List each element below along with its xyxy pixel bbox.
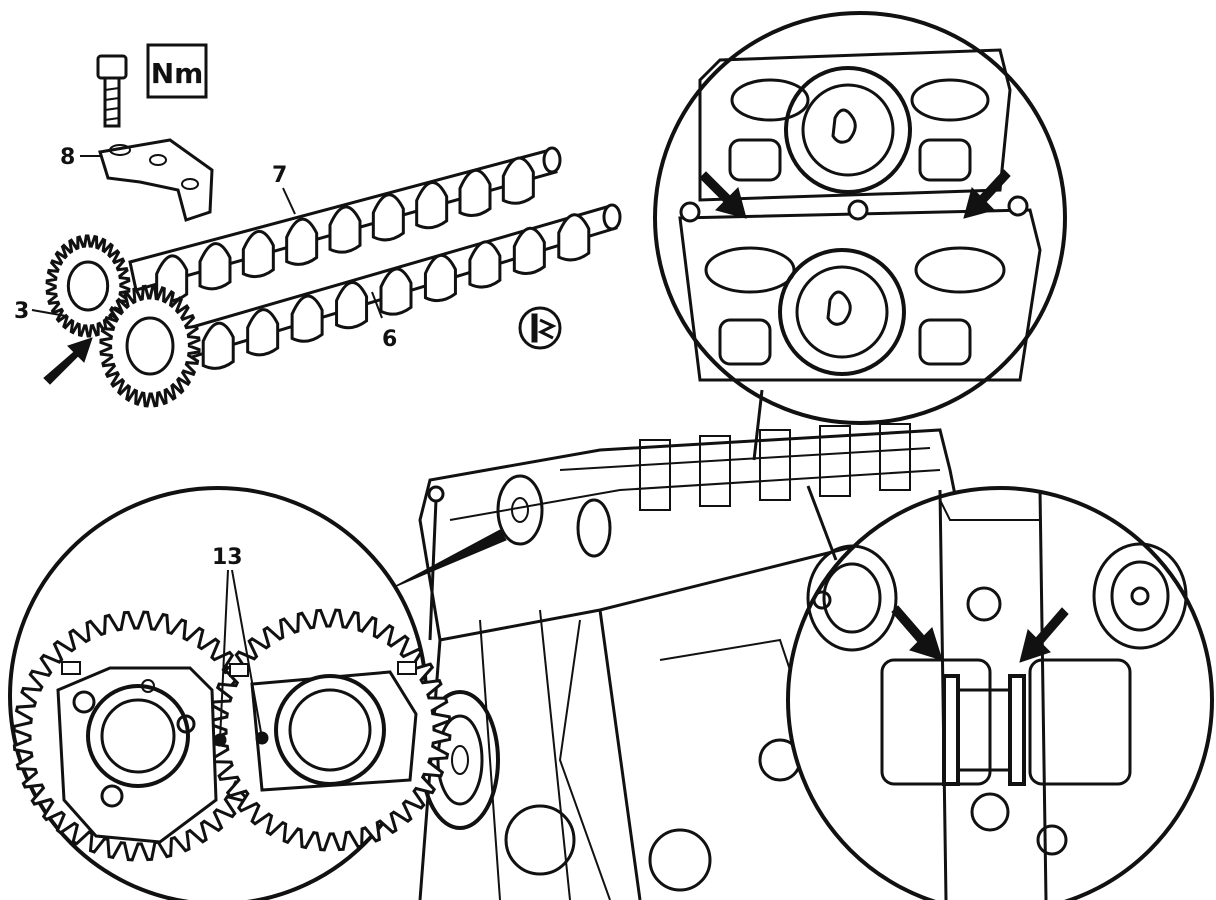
cam-gear-lower [99,284,201,408]
cam-lobe [241,229,275,279]
gear-hub [66,260,110,312]
cam-lobe [335,281,369,330]
cam-lobe [458,168,492,217]
callout-6: 6 [382,327,397,352]
bolt-icon [96,54,128,128]
gear-hub [125,316,175,376]
callout-7: 7 [272,163,287,188]
cam-lobe [415,181,449,230]
info-book-icon [518,306,562,350]
cam-lobe [246,308,280,357]
detail-circle-gears [8,486,452,900]
gear-teeth [99,284,201,408]
arrow-icon [1019,607,1069,663]
arrow-icon [963,169,1011,219]
cam-lobe [328,205,362,254]
cam-lobe [201,321,235,370]
arrow-icon [699,171,747,219]
cam-lobe [285,217,319,266]
cam-lobe [290,294,324,343]
arrow-icon [43,337,93,385]
cam-lobe [512,226,546,275]
cam-lobe [423,253,457,303]
detail-circle-valves [653,11,1067,425]
cam-lobe [557,213,591,262]
torque-badge-label: Nm [151,57,204,90]
arrow-icon [891,605,943,661]
callout-3: 3 [14,299,29,324]
cam-lobe [379,267,413,316]
callout-13: 13 [212,545,243,570]
callout-8: 8 [60,145,75,170]
bearing-cap [98,138,214,222]
camshaft-lower [173,203,622,370]
detail-circle-bearing [786,486,1214,900]
cam-lobe [468,240,502,289]
cam-lobe [501,156,535,205]
camshaft-upper [128,146,562,303]
cam-lobe [198,242,232,291]
torque-badge: Nm [146,43,208,99]
cam-lobe [371,193,405,242]
